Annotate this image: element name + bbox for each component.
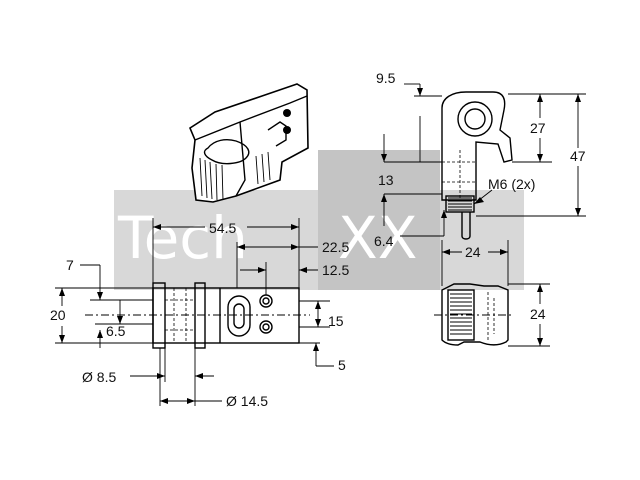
dim-side-47: 47 [570, 148, 586, 164]
watermark-box [318, 150, 440, 290]
dim-height-top: 7 [66, 257, 74, 273]
front-view: 54.5 22.5 12.5 20 7 6.5 [50, 218, 349, 409]
dim-diameter-large: Ø 14.5 [226, 393, 268, 409]
isometric-view [189, 83, 309, 203]
dim-height-holes: 15 [328, 313, 344, 329]
dim-offset-bottom: 5 [338, 357, 346, 373]
end-view: 24 24 [434, 240, 550, 347]
dim-side-top: 9.5 [376, 70, 396, 86]
dim-end-width: 24 [465, 244, 481, 260]
watermark-text-left: Tech [117, 204, 248, 272]
dim-side-thread: M6 (2x) [488, 176, 535, 192]
dim-height-overall: 20 [50, 307, 66, 323]
dim-end-height: 24 [530, 306, 546, 322]
dim-diameter-small: Ø 8.5 [82, 369, 116, 385]
dim-side-27: 27 [530, 120, 546, 136]
dim-width-holes: 12.5 [322, 262, 349, 278]
dim-width-slot: 22.5 [322, 239, 349, 255]
dim-side-64: 6.4 [374, 233, 394, 249]
dim-width-overall: 54.5 [209, 220, 236, 236]
dim-side-13: 13 [378, 172, 394, 188]
dim-height-center: 6.5 [106, 323, 126, 339]
side-view: 9.5 27 47 13 M6 (2x) 6.4 [374, 70, 586, 249]
watermark-text-right: XX [338, 204, 417, 272]
